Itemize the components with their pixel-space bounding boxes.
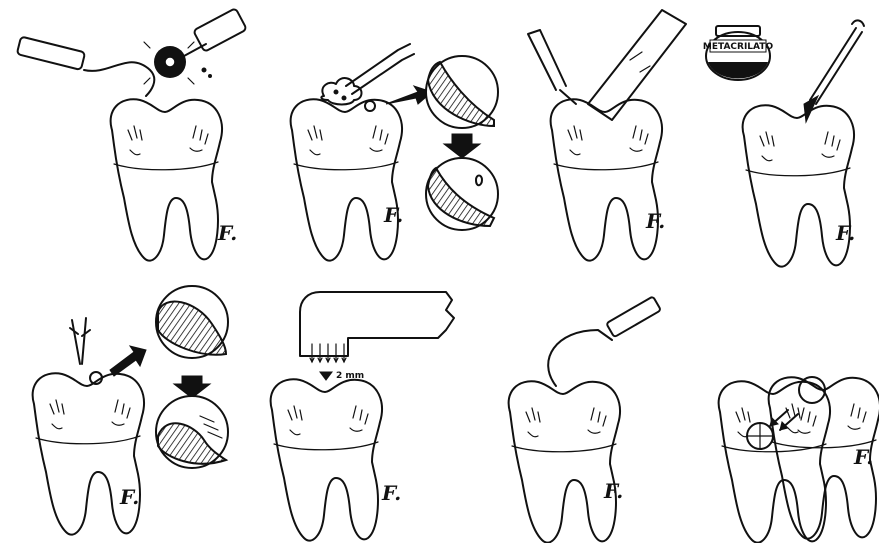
molar-f: [271, 379, 382, 540]
scale-indicator: 2 mm: [320, 371, 364, 381]
magnified-enamel-after: [426, 158, 498, 230]
magnified-sealant-after: [156, 396, 228, 468]
explorer-g: [548, 296, 661, 386]
signature-b: F.: [383, 203, 403, 227]
panel-a: F.: [17, 8, 247, 260]
signature-a: F.: [217, 221, 237, 245]
signature-e: F.: [119, 485, 139, 509]
molar-b: [291, 99, 402, 260]
arrow-e: [110, 346, 146, 376]
signature-f: F.: [381, 481, 401, 505]
handpiece-left: [17, 37, 155, 96]
molar-a: [111, 99, 222, 260]
magnified-sealant-before: [156, 286, 228, 358]
panel-f: 2 mm F.: [271, 292, 454, 541]
strip: [588, 10, 686, 120]
panel-g: F.: [509, 296, 661, 542]
down-arrow-b: [444, 134, 480, 158]
signature-c: F.: [645, 209, 665, 233]
detail-circle-b: [365, 101, 375, 111]
down-arrow-e: [174, 376, 210, 398]
jar-label: METACRILATO: [703, 42, 774, 52]
methacrylate-jar: METACRILATO: [703, 26, 774, 80]
curing-light: [300, 292, 454, 362]
molar-h-left: [719, 381, 830, 542]
scale-label: 2 mm: [336, 371, 364, 381]
arrow-to-magnifier: [386, 86, 432, 104]
signature-d: F.: [835, 221, 855, 245]
panel-d: METACRILATO F.: [703, 20, 864, 266]
signature-g: F.: [603, 479, 623, 503]
syringe: [528, 30, 576, 104]
panel-h: F.: [719, 377, 879, 543]
signature-h: F.: [853, 445, 873, 469]
rotary-brush: [144, 42, 194, 84]
panel-b: F.: [291, 44, 498, 261]
probe-e: [70, 318, 90, 364]
panel-c: F.: [528, 10, 686, 261]
magnified-enamel-before: [426, 56, 498, 128]
molar-c: [551, 99, 662, 260]
molar-g: [509, 381, 620, 542]
molar-e: [33, 373, 144, 534]
panel-e: F.: [33, 286, 228, 535]
